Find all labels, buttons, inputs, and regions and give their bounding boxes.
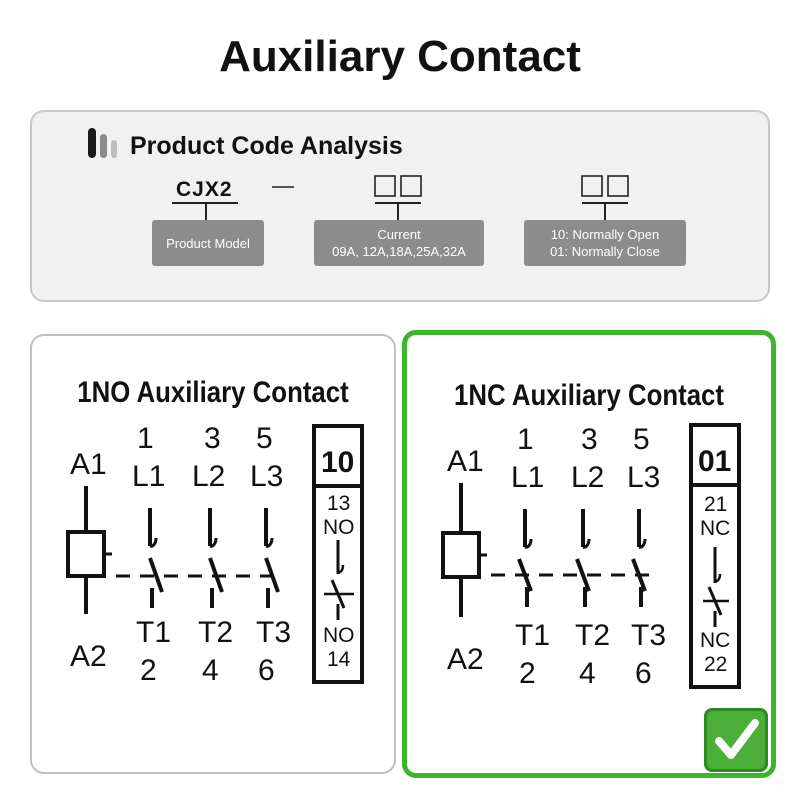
model-code: CJX2 bbox=[176, 178, 233, 201]
svg-text:4: 4 bbox=[579, 657, 596, 690]
svg-text:NO: NO bbox=[323, 516, 355, 539]
diagram-1no: A1 A2 1 L1 T1 2 3 L2 T2 4 bbox=[66, 422, 364, 687]
aux-box-code: 01 bbox=[698, 445, 731, 478]
bars-logo-icon bbox=[88, 128, 117, 158]
svg-text:L1: L1 bbox=[132, 460, 165, 493]
tag-product-model-line1: Product Model bbox=[166, 235, 250, 251]
svg-text:T3: T3 bbox=[256, 616, 291, 649]
svg-text:L3: L3 bbox=[627, 461, 660, 494]
page-title: Auxiliary Contact bbox=[219, 32, 581, 81]
tag-product-model: Product Model bbox=[152, 220, 264, 266]
coil-a2-label: A2 bbox=[447, 643, 484, 676]
aux-box bbox=[312, 424, 364, 684]
svg-text:6: 6 bbox=[258, 654, 275, 687]
svg-text:L1: L1 bbox=[511, 461, 544, 494]
svg-text:T3: T3 bbox=[631, 619, 666, 652]
svg-text:3: 3 bbox=[581, 423, 598, 456]
svg-text:1: 1 bbox=[137, 422, 154, 455]
panel-1nc: 1NC Auxiliary Contact A1 A2 1 L1 T1 2 3 … bbox=[402, 330, 776, 778]
svg-text:L2: L2 bbox=[192, 460, 225, 493]
main-contact-3: 5 L3 T3 6 bbox=[627, 423, 666, 690]
svg-text:22: 22 bbox=[704, 653, 727, 676]
svg-text:21: 21 bbox=[704, 493, 727, 516]
panel-1no-title: 1NO Auxiliary Contact bbox=[77, 376, 349, 409]
svg-text:1: 1 bbox=[517, 423, 534, 456]
coil-symbol bbox=[66, 530, 106, 578]
svg-text:NO: NO bbox=[323, 624, 355, 647]
svg-text:T2: T2 bbox=[198, 616, 233, 649]
svg-text:L2: L2 bbox=[571, 461, 604, 494]
svg-text:3: 3 bbox=[204, 422, 221, 455]
svg-text:5: 5 bbox=[256, 422, 273, 455]
product-code-analysis: Product Code Analysis CJX2 Product Model… bbox=[30, 110, 770, 302]
svg-text:5: 5 bbox=[633, 423, 650, 456]
coil-a1-label: A1 bbox=[447, 445, 484, 478]
main-contact-2: 3 L2 T2 4 bbox=[192, 422, 233, 687]
panel-1nc-title: 1NC Auxiliary Contact bbox=[453, 379, 725, 412]
svg-text:14: 14 bbox=[327, 648, 351, 671]
main-contact-1: 1 L1 T1 2 bbox=[132, 422, 171, 687]
svg-text:T2: T2 bbox=[575, 619, 610, 652]
main-contact-3: 5 L3 T3 6 bbox=[250, 422, 291, 687]
tag-current: Current 09A, 12A,18A,25A,32A bbox=[314, 220, 484, 266]
svg-text:2: 2 bbox=[519, 657, 536, 690]
svg-text:T1: T1 bbox=[515, 619, 550, 652]
aux-box bbox=[689, 423, 741, 689]
coil-symbol bbox=[441, 531, 481, 579]
tag-current-line2: 09A, 12A,18A,25A,32A bbox=[332, 244, 466, 259]
svg-text:L3: L3 bbox=[250, 460, 283, 493]
svg-text:6: 6 bbox=[635, 657, 652, 690]
tag-contact-line2: 01: Normally Close bbox=[550, 244, 660, 259]
svg-text:NC: NC bbox=[700, 629, 730, 652]
aux-box-code: 10 bbox=[321, 446, 354, 479]
svg-text:T1: T1 bbox=[136, 616, 171, 649]
svg-text:NC: NC bbox=[700, 517, 730, 540]
code-connector-lines bbox=[172, 175, 629, 220]
main-contact-1: 1 L1 T1 2 bbox=[511, 423, 550, 690]
checkmark-icon bbox=[715, 719, 759, 759]
main-contact-2: 3 L2 T2 4 bbox=[571, 423, 610, 690]
svg-text:4: 4 bbox=[202, 654, 219, 687]
svg-text:2: 2 bbox=[140, 654, 157, 687]
panel-1no: 1NO Auxiliary Contact A1 A2 1 L1 T1 2 3 … bbox=[30, 334, 396, 774]
tag-contact-line1: 10: Normally Open bbox=[550, 227, 660, 242]
diagram-1nc: A1 A2 1 L1 T1 2 3 L2 T2 4 5 L3 bbox=[441, 423, 741, 690]
selected-checkmark bbox=[704, 708, 768, 772]
tag-current-line1: Current bbox=[377, 227, 421, 242]
tag-contact-type: 10: Normally Open 01: Normally Close bbox=[524, 220, 686, 266]
svg-text:13: 13 bbox=[327, 492, 350, 515]
code-analysis-heading: Product Code Analysis bbox=[130, 132, 403, 160]
coil-a1-label: A1 bbox=[70, 448, 107, 481]
coil-a2-label: A2 bbox=[70, 640, 107, 673]
